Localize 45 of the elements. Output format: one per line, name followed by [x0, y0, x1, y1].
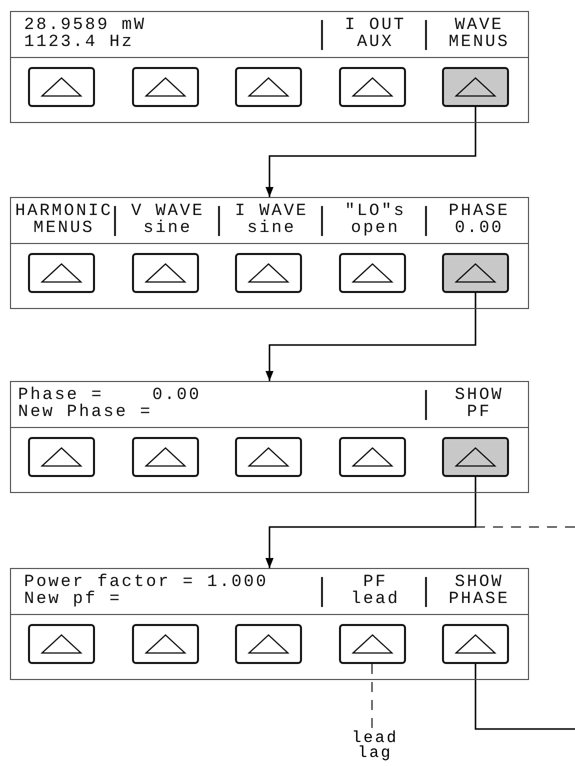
softkey-label: HARMONIC MENUS: [14, 203, 114, 237]
softkey-label: "LO"s open: [344, 203, 407, 237]
display-text: 28.9589 mW: [24, 17, 146, 34]
arrow: [266, 526, 575, 568]
softkey: [132, 437, 198, 477]
softkey-label: PHASE 0.00: [448, 203, 511, 237]
softkey: [338, 67, 406, 107]
softkey: [132, 253, 198, 293]
softkey: [338, 624, 406, 664]
option-text: lead lag: [345, 731, 405, 761]
softkey: [338, 437, 406, 477]
softkey: [28, 437, 95, 477]
display-panel: [10, 197, 529, 309]
softkey-label: SHOW PF: [454, 387, 504, 421]
softkey: [442, 624, 509, 664]
softkey: [28, 67, 95, 107]
softkey: [442, 253, 509, 293]
softkey: [235, 624, 302, 664]
softkey: [132, 624, 198, 664]
arrow: [266, 293, 476, 381]
display-text: 1123.4 Hz: [24, 34, 134, 51]
softkey-label: I WAVE sine: [234, 203, 310, 237]
display-panel: [10, 381, 529, 493]
softkey: [235, 253, 302, 293]
softkey: [235, 67, 302, 107]
display-text: Power factor = 1.000: [24, 574, 268, 591]
softkey: [28, 253, 95, 293]
softkey: [132, 67, 198, 107]
softkey: [235, 437, 302, 477]
softkey: [28, 624, 95, 664]
softkey: [338, 253, 406, 293]
softkey-label: PF lead: [350, 574, 401, 608]
arrow: [266, 107, 476, 197]
softkey-label: V WAVE sine: [130, 203, 206, 237]
display-text: New Phase =: [18, 404, 152, 421]
softkey-label: I OUT AUX: [344, 17, 407, 51]
display-text: New pf =: [24, 591, 122, 608]
softkey-label: WAVE MENUS: [448, 17, 511, 51]
connector-line: [474, 664, 575, 730]
display-panel: [10, 568, 529, 680]
softkey: [442, 437, 509, 477]
softkey: [442, 67, 509, 107]
softkey-label: SHOW PHASE: [448, 574, 511, 608]
display-text: Phase = 0.00: [18, 387, 202, 404]
display-panel: [10, 11, 529, 123]
